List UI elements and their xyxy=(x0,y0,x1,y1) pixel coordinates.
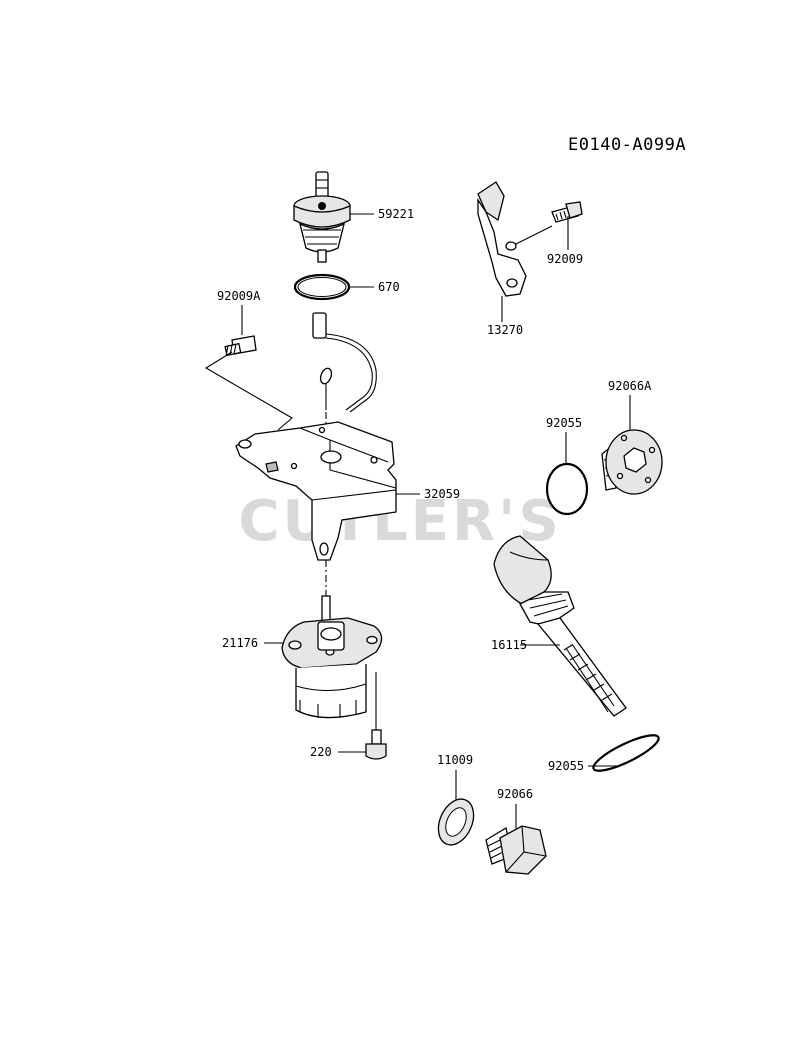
part-16115-illustration xyxy=(493,535,627,717)
label-92066: 92066 xyxy=(497,787,533,801)
part-11009-illustration xyxy=(437,798,475,846)
part-92009A-illustration xyxy=(224,335,257,357)
label-59221: 59221 xyxy=(378,207,414,221)
part-220-illustration xyxy=(365,729,387,760)
label-21176: 21176 xyxy=(222,636,258,650)
connector-sleeve xyxy=(312,312,327,339)
label-220: 220 xyxy=(310,745,332,759)
label-92009A: 92009A xyxy=(217,289,261,303)
label-92055-bottom: 92055 xyxy=(548,759,584,773)
label-16115: 16115 xyxy=(491,638,527,652)
part-92066-illustration xyxy=(485,825,547,875)
part-92055-bottom-illustration xyxy=(592,734,660,772)
part-670-illustration xyxy=(293,273,351,301)
label-92009: 92009 xyxy=(547,252,583,266)
label-11009: 11009 xyxy=(437,753,473,767)
label-32059: 32059 xyxy=(424,487,460,501)
label-13270: 13270 xyxy=(487,323,523,337)
part-92066A-illustration xyxy=(601,429,663,495)
part-92009-illustration xyxy=(551,201,583,223)
part-32059-illustration xyxy=(235,421,397,561)
part-59221-illustration xyxy=(293,171,351,263)
label-92066A: 92066A xyxy=(608,379,652,393)
diagram-code: E0140-A099A xyxy=(568,135,686,155)
label-670: 670 xyxy=(378,280,400,294)
part-21176-illustration xyxy=(281,595,383,719)
part-92055-top-illustration xyxy=(545,462,589,516)
part-13270-illustration xyxy=(477,181,527,297)
label-92055-top: 92055 xyxy=(546,416,582,430)
